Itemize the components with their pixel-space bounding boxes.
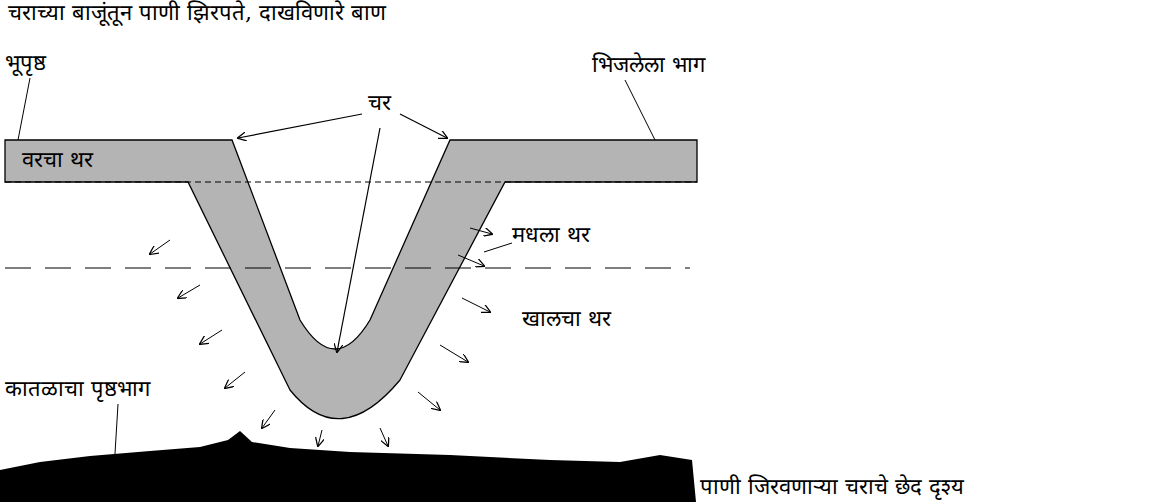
seepage-arrow [150, 228, 492, 446]
rock-surface [0, 431, 696, 502]
layer-label: खालचा थर [522, 306, 611, 331]
trench-pointer [238, 114, 447, 352]
surface-label: भूपृष्ठ [5, 50, 46, 75]
layer-label: वरचा थर [22, 147, 93, 172]
leader-line [18, 78, 655, 470]
wet-zone-label: भिजलेला भाग [592, 52, 705, 77]
rock-label: कातळाचा पृष्ठभाग [5, 376, 150, 401]
note: चराच्या बाजूंतून पाणी झिरपते, दाखविणारे … [8, 0, 386, 25]
layer-boundary [5, 268, 690, 269]
layer-label: मधला थर [512, 222, 590, 247]
caption: पाणी जिरवणाऱ्या चराचे छेद दृश्य [700, 474, 964, 499]
trench-label: चर [368, 90, 391, 115]
layer-boundary [5, 182, 697, 183]
